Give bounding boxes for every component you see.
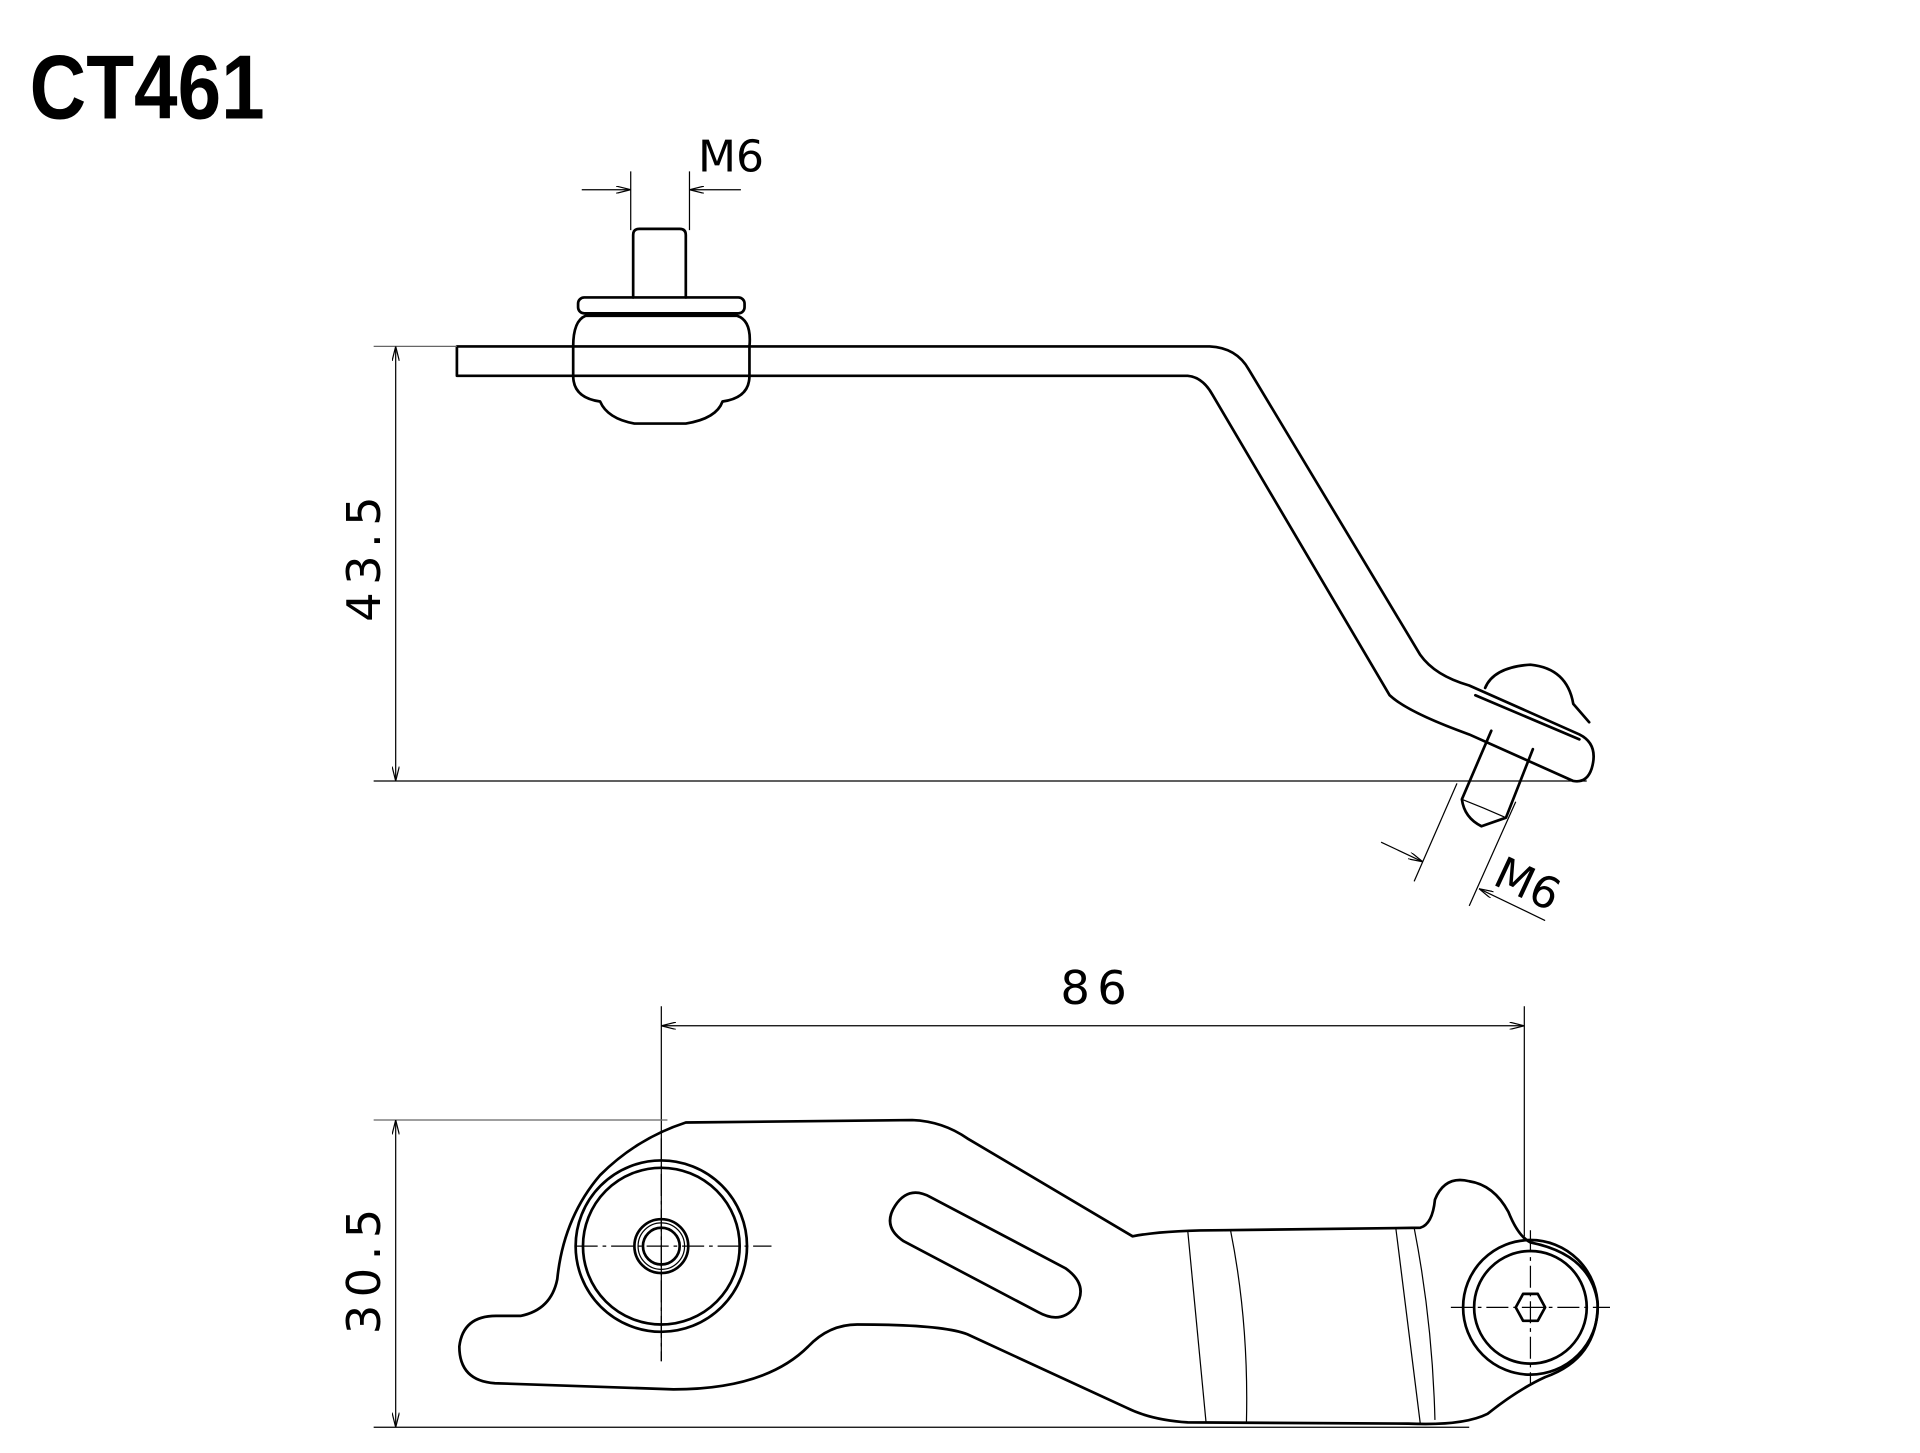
height-dimension-plan: 30.5: [337, 1201, 391, 1334]
thread-label-bottom: M6: [1487, 848, 1568, 922]
rubber-grommet: [571, 314, 752, 425]
side-view: M6 43.5 M6: [337, 131, 1595, 922]
width-dimension: 86: [1060, 961, 1134, 1015]
bracket-outline: [457, 1118, 1600, 1426]
height-dimension-side: 43.5: [337, 489, 391, 622]
washer: [576, 296, 746, 315]
adjustment-slot: [888, 1191, 1082, 1319]
bottom-bolt: [1460, 729, 1535, 828]
stud: [631, 227, 688, 299]
bolt-head: [1483, 663, 1591, 724]
plan-view: 86 30.5: [337, 961, 1610, 1428]
bracket-plate: [455, 345, 1595, 783]
thread-label-top: M6: [698, 131, 764, 182]
part-number-title: CT461: [30, 38, 265, 139]
